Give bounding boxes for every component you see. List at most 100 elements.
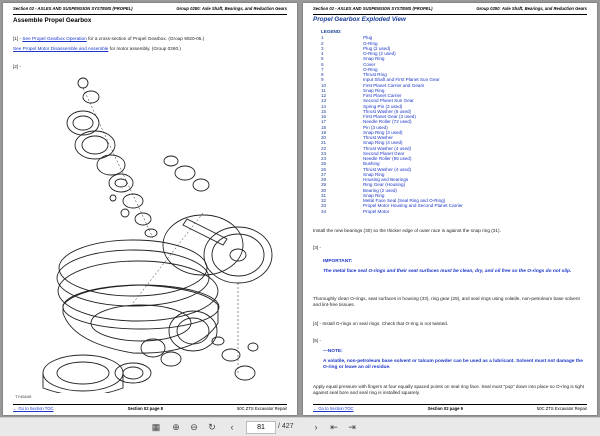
legend-number: 29: [321, 182, 327, 188]
legend-description: Input Shaft and First Planet Sun Gear: [363, 77, 440, 83]
gearbox-operation-link[interactable]: See Propel Gearbox Operation: [22, 36, 87, 41]
legend-number: 31: [321, 192, 327, 198]
legend-number: 4: [321, 51, 324, 56]
legend-description: Spring Pin (3 used): [363, 103, 403, 109]
legend-description: Snap Ring (4 used): [363, 140, 403, 146]
legend-description: Bearing (2 used): [363, 187, 397, 193]
zoom-out-icon[interactable]: ⊖: [190, 422, 198, 432]
clean-instructions: Thoroughly clean O-rings, seat surfaces …: [313, 296, 580, 308]
legend-description: Second Planet Gear: [363, 150, 405, 156]
header-section: Section 02 - AXLES AND SUSPENSION SYSTEM…: [313, 6, 433, 11]
page-input[interactable]: 81: [246, 421, 276, 434]
note-text: A volatile, non-petroleum base solvent o…: [323, 359, 583, 370]
legend-number: 23: [321, 150, 327, 156]
page-right: Section 02 - AXLES AND SUSPENSION SYSTEM…: [303, 3, 597, 415]
rotate-icon[interactable]: ↻: [208, 422, 216, 432]
legend-description: O-Ring: [363, 40, 378, 46]
prev-icon[interactable]: ‹: [230, 422, 234, 432]
page-number: Section 02 page 9: [427, 406, 463, 411]
legend-description: Thrust Washer (4 used): [363, 145, 412, 151]
legend-number: 17: [321, 119, 327, 125]
legend-number: 24: [321, 156, 327, 161]
legend-number: 11: [321, 87, 326, 93]
legend-description: Snap Ring: [363, 87, 385, 93]
legend-description: Thrust Washer (4 used): [363, 166, 412, 172]
header-group: Group 0250: Axle Shaft, Bearings, and Re…: [476, 6, 587, 11]
page-title: Assemble Propel Gearbox: [13, 17, 92, 24]
legend-number: 8: [321, 72, 324, 77]
legend-item: 23 Second Planet Gear: [321, 151, 463, 156]
step-1-motor: See Propel Motor Disassemble and Assembl…: [13, 46, 181, 51]
zoom-in-icon[interactable]: ⊕: [172, 422, 180, 432]
section-toc-link[interactable]: ← Go to Section TOC: [13, 406, 54, 411]
legend-number: 15: [321, 108, 327, 114]
legend-number: 12: [321, 93, 327, 98]
apply-instructions: Apply equal pressure with fingers at fou…: [313, 384, 584, 396]
legend-item: 29 Ring Gear (Housing): [321, 182, 463, 187]
page-footer: ← Go to Section TOC Section 02 page 8 50…: [13, 404, 287, 412]
legend-description: Needle Roller (96 used): [363, 156, 412, 161]
legend-description: Thrust Ring: [363, 72, 387, 77]
legend-item: 14 Spring Pin (3 used): [321, 104, 463, 109]
legend-description: Thrust Washer (6 used): [363, 108, 412, 114]
legend-description: First Planet Gear (3 used): [363, 114, 416, 119]
legend-item: 8 Thrust Ring: [321, 72, 463, 77]
last-icon[interactable]: ⇥: [348, 422, 356, 432]
exploded-view-diagram: [42, 77, 273, 393]
legend-number: 5: [321, 56, 324, 62]
legend-description: Snap Ring: [363, 192, 385, 198]
legend-number: 14: [321, 103, 327, 109]
next-icon[interactable]: ›: [314, 422, 318, 432]
header-group: Group 0250: Axle Shaft, Bearings, and Re…: [176, 6, 287, 11]
legend-number: 2: [321, 40, 324, 46]
legend-description: Ring Gear (Housing): [363, 182, 406, 188]
page-total: / 427: [278, 423, 294, 430]
legend-number: 10: [321, 82, 327, 88]
page-number: Section 02 page 8: [127, 406, 163, 411]
legend-item: 2 O-Ring: [321, 41, 463, 46]
legend-description: O-Ring (2 used): [363, 51, 396, 56]
install-note: Install the new bearings (30) so the thi…: [313, 228, 501, 233]
legend-description: Bushing: [363, 161, 380, 167]
motor-disassemble-link[interactable]: See Propel Motor Disassemble and Assembl…: [13, 46, 109, 51]
legend-item: 31 Snap Ring: [321, 193, 463, 198]
page-left: Section 02 - AXLES AND SUSPENSION SYSTEM…: [3, 3, 297, 415]
legend-number: 25: [321, 161, 327, 167]
legend-number: 22: [321, 145, 327, 151]
step-2-label: [2] -: [13, 64, 22, 69]
legend-number: 19: [321, 129, 327, 135]
legend-description: Metal Face Seal (Seal Ring and O-Ring): [363, 198, 446, 203]
legend-number: 3: [321, 45, 324, 51]
first-icon[interactable]: ⇤: [330, 422, 338, 432]
legend-item: 6 Cover: [321, 62, 463, 67]
grid-icon[interactable]: ▦: [151, 422, 161, 432]
legend-description: Propel Motor Housing and Second Planet C…: [363, 203, 463, 209]
legend-description: Snap Ring: [363, 56, 385, 62]
legend-number: 33: [321, 203, 327, 209]
important-label: IMPORTANT:: [323, 259, 353, 264]
section-toc-link[interactable]: ← Go to Section TOC: [313, 406, 354, 411]
legend-description: Cover: [363, 61, 376, 67]
step-5-label: [5] -: [313, 338, 322, 343]
legend-description: Plug: [363, 35, 373, 41]
legend-number: 6: [321, 61, 324, 67]
document-viewer: Section 02 - AXLES AND SUSPENSION SYSTEM…: [0, 0, 600, 417]
legend-item: 33 Propel Motor Housing and Second Planet…: [321, 203, 463, 208]
figure-id: TY45449: [15, 394, 32, 399]
manual-title: 50C ZTS Excavator Repair: [236, 406, 287, 411]
legend-number: 34: [321, 208, 327, 214]
legend-description: O-Ring: [363, 66, 378, 72]
